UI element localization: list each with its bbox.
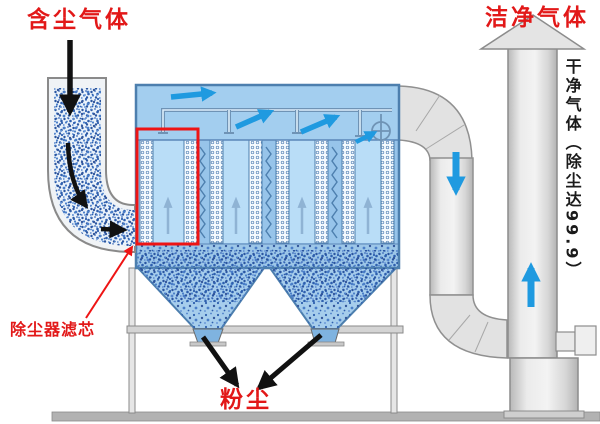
clean-air-plenum [158, 108, 392, 137]
duct-gas-arrow [65, 142, 89, 209]
dust-fall-arrow-right [255, 333, 323, 391]
cell-flow-arrows [163, 196, 373, 234]
outlet-ductwork [398, 85, 508, 359]
duct-seam [425, 124, 465, 150]
outlet-downduct [429, 157, 474, 296]
support-leg-left [128, 267, 136, 414]
fan-box [574, 325, 597, 356]
filter-cells [139, 139, 395, 244]
callout-arrow [85, 245, 134, 319]
duct-seam [474, 321, 489, 353]
duct-seam [415, 94, 441, 132]
outlet-elbow-bottom [429, 294, 508, 359]
label-filter-callout: 除尘器滤芯 [10, 320, 96, 339]
hopper-dust [270, 268, 396, 302]
stack-base [509, 357, 579, 413]
black-flow-arrows [59, 40, 323, 391]
fan-connector [555, 331, 576, 352]
label-clean-gas: 洁净气体 [485, 5, 589, 31]
duct-seam [448, 314, 471, 341]
hoppers [135, 267, 399, 347]
stack-flange [503, 410, 585, 419]
label-stack-note: 干净气体（除尘达99.9） [562, 58, 582, 281]
support-beam [126, 325, 404, 334]
stack-cone [478, 14, 587, 50]
into-housing-arrow [100, 220, 128, 239]
main-housing [134, 83, 401, 270]
filter-highlight-box [135, 127, 200, 246]
outlet-elbow-top [398, 85, 473, 161]
dust-speckles [136, 250, 399, 267]
plenum-flow-arrows [170, 86, 378, 145]
stack-column [507, 47, 558, 359]
inlet-duct [47, 77, 136, 253]
label-dusty-gas: 含尘气体 [27, 7, 131, 33]
hopper-dust [138, 268, 264, 302]
label-dust: 粉尘 [220, 387, 272, 413]
ground-line [51, 411, 600, 422]
exhaust-stack [478, 14, 597, 419]
gauge-symbol [371, 114, 391, 148]
support-leg-right [390, 267, 398, 414]
filter-media-bars [139, 139, 395, 244]
dust-fall-arrow-left [200, 335, 240, 389]
